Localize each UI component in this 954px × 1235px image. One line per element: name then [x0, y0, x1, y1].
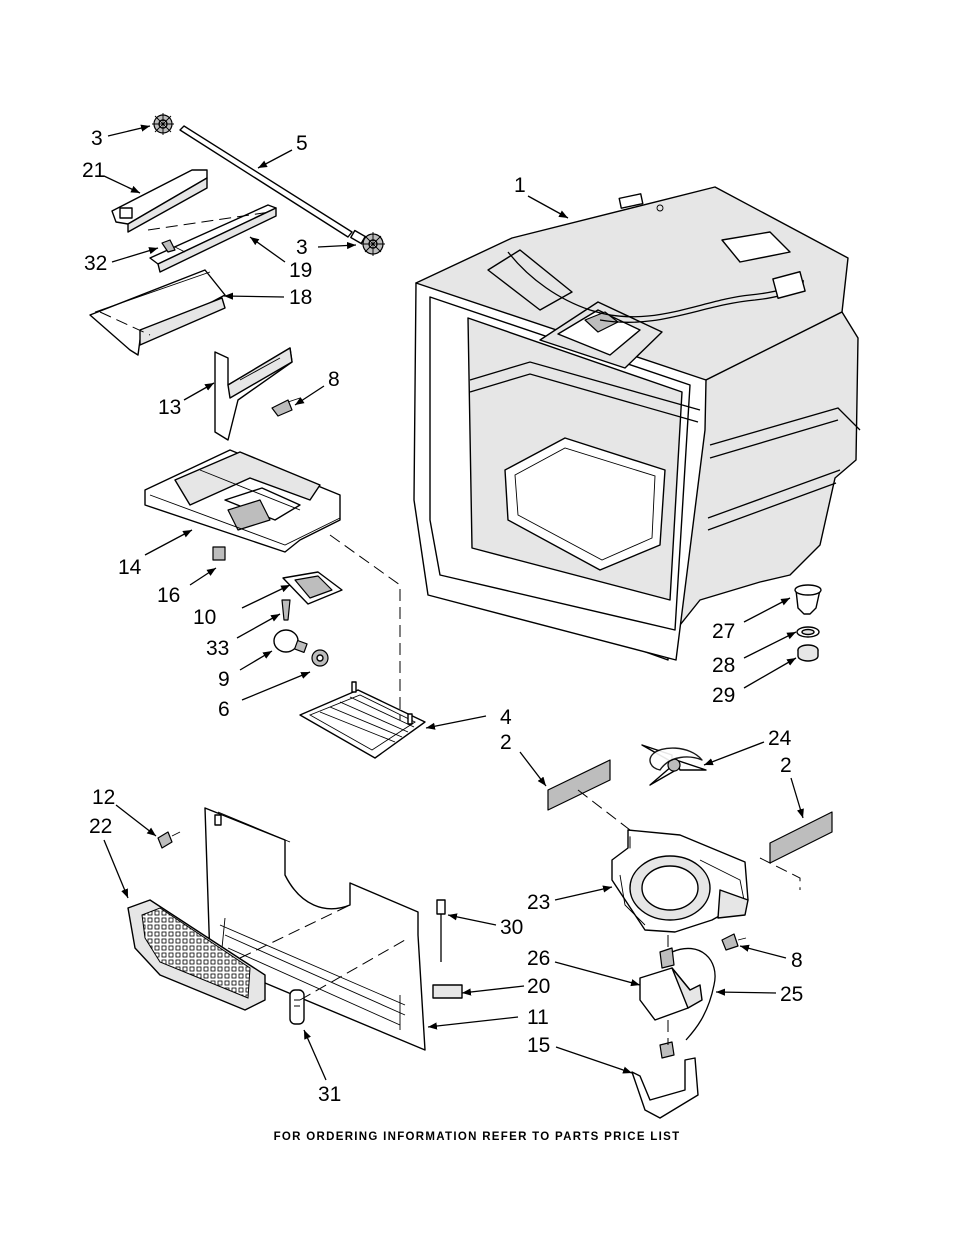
callout-3a: 3: [91, 127, 103, 150]
callout-26: 26: [527, 947, 550, 970]
callout-9: 9: [218, 668, 230, 691]
screw-8b-part: [722, 934, 746, 950]
callout-10: 10: [193, 606, 216, 629]
callout-1: 1: [514, 174, 526, 197]
light-shield-part: [300, 682, 425, 758]
callout-18: 18: [289, 286, 312, 309]
evaporator-cover-part: [205, 808, 425, 1050]
callout-22: 22: [89, 815, 112, 838]
callout-11: 11: [527, 1006, 549, 1029]
callout-33: 33: [206, 637, 229, 660]
callout-16: 16: [157, 584, 180, 607]
callout-12: 12: [92, 786, 115, 809]
light-bulb-part: [274, 630, 307, 652]
callout-5: 5: [296, 132, 308, 155]
shelf-gears-and-rod: [90, 113, 385, 355]
callout-25: 25: [780, 983, 803, 1006]
thermistor-part: [290, 990, 304, 1024]
fan-blade-part: [642, 745, 706, 785]
callout-19: 19: [289, 259, 312, 282]
light-housing-part: [283, 572, 342, 604]
callout-32: 32: [84, 252, 107, 275]
callout-28: 28: [712, 654, 735, 677]
callout-30: 30: [500, 916, 523, 939]
fan-shroud-part: [612, 830, 748, 932]
callout-3b: 3: [296, 236, 308, 259]
callout-27: 27: [712, 620, 735, 643]
wheel-assembly-parts: [795, 585, 821, 661]
control-housing-part: [145, 450, 340, 552]
callout-15: 15: [527, 1034, 550, 1057]
callout-20: 20: [527, 975, 550, 998]
callout-29: 29: [712, 684, 735, 707]
sensor-probe-part: [437, 900, 445, 962]
callout-21: 21: [82, 159, 105, 182]
callout-14: 14: [118, 556, 142, 579]
callout-23: 23: [527, 891, 550, 914]
control-bracket-part: [215, 348, 300, 440]
callout-8a: 8: [328, 368, 340, 391]
foam-pad-left: [548, 760, 610, 810]
foam-pad-right: [770, 812, 832, 863]
callout-13: 13: [158, 396, 181, 419]
callout-6: 6: [218, 698, 230, 721]
screw-part: [282, 600, 290, 620]
callout-2b: 2: [780, 754, 792, 777]
fan-motor-part: [640, 948, 702, 1020]
callout-24: 24: [768, 727, 792, 750]
motor-bracket-part: [632, 1042, 698, 1118]
freezer-liner-part: [414, 187, 860, 660]
clip-part: [213, 547, 225, 560]
screw-12-part: [158, 832, 180, 848]
callout-8b: 8: [791, 949, 803, 972]
callout-4: 4: [500, 706, 512, 729]
callout-2a: 2: [500, 731, 512, 754]
ordering-info-footer: FOR ORDERING INFORMATION REFER TO PARTS …: [0, 1131, 954, 1143]
callout-31: 31: [318, 1083, 341, 1106]
light-socket-part: [312, 650, 328, 666]
foam-strip-part: [433, 985, 462, 998]
